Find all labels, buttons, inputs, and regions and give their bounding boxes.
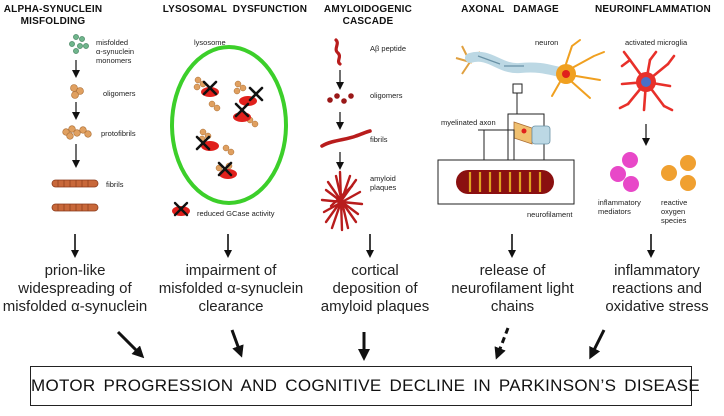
arrow-icon [71,234,655,258]
outcome-alpha-synuclein: prion-like widespreading of misfolded α-… [2,262,148,315]
amyloid-oligomers-icon [327,93,354,104]
monomers-icon [69,34,89,54]
amyloid-fibrils-icon [320,129,372,148]
label-neuron: neuron [535,38,559,47]
protofibrils-icon [62,125,92,140]
title-axonal: AXONAL DAMAGE [461,4,559,15]
microglia-icon [618,50,676,112]
label-fibrils-2: fibrils [370,135,388,144]
label-abeta: Aβ peptide [370,44,407,53]
label-oligomers-2: oligomers [370,91,403,100]
label-fibrils-1: fibrils [106,180,124,189]
label-microglia: activated microglia [625,38,688,47]
ros-icon [661,155,696,191]
label-plaques: amyloid plaques [370,174,397,192]
title-lysosomal: LYSOSOMAL DYSFUNCTION [162,4,308,15]
inflammatory-mediators-icon [610,152,639,192]
label-protofibrils: protofibrils [101,129,136,138]
label-gcase: reduced GCase activity [197,209,275,218]
lysosome-contents [193,76,264,179]
outcome-lysosomal: impairment of misfolded α-synuclein clea… [158,262,304,315]
gcase-legend-icon [172,201,190,217]
oligomers-icon [70,84,84,99]
title-neuroinflammation: NEUROINFLAMMATION [595,4,711,15]
label-monomers: misfolded α-synuclein monomers [96,38,135,65]
neuron-icon [455,39,605,99]
outcome-neuroinflammation: inflammatory reactions and oxidative str… [605,262,709,315]
label-ros: reactive oxygen species [661,198,688,225]
conclusion-arrows [116,327,606,361]
label-neurofilament: neurofilament [527,210,573,219]
title-amyloidogenic: AMYLOIDOGENIC CASCADE [323,4,413,27]
label-lysosome: lysosome [194,38,226,47]
label-mediators: inflammatory mediators [598,198,641,216]
outcome-axonal: release of neurofilament light chains [451,262,574,315]
lysosome-icon [170,45,288,205]
title-alpha-synuclein: ALPHA-SYNUCLEIN MISFOLDING [3,4,103,27]
x-mark-icon [195,80,264,177]
fibrils-icon [51,179,99,212]
axon-zoom-icon [478,93,551,161]
outcome-amyloid: cortical deposition of amyloid plaques [320,262,430,315]
label-oligomers-1: oligomers [103,89,136,98]
dashed-arrow-icon [494,327,510,360]
abeta-peptide-icon [334,38,342,66]
label-myelinated-axon: myelinated axon [441,118,496,127]
conclusion-box: MOTOR PROGRESSION AND COGNITIVE DECLINE … [30,366,700,406]
amyloid-plaques-icon [320,170,364,232]
neurofilament-icon [437,159,575,205]
